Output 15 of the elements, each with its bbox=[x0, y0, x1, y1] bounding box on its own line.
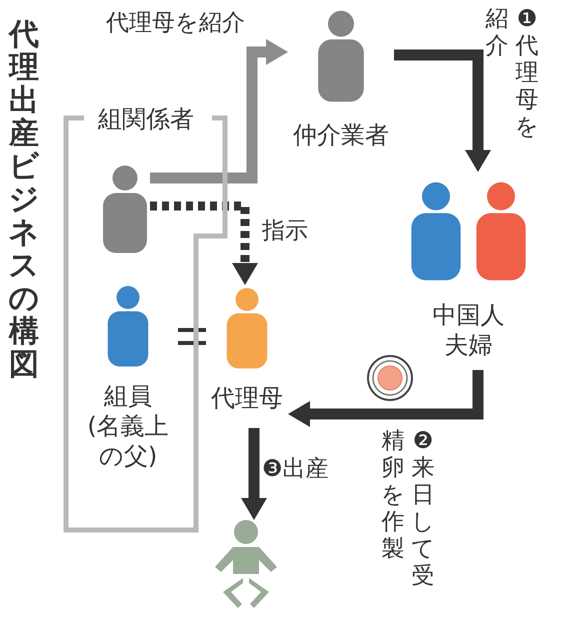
arrow bbox=[394, 50, 491, 172]
edge-label: ❶代理母を紹介 bbox=[484, 6, 540, 141]
title: 代理出産ビジネスの構図 bbox=[7, 18, 40, 381]
edge-label: 代理母を紹介 bbox=[106, 10, 245, 37]
arrow bbox=[150, 39, 288, 184]
arrow bbox=[241, 428, 267, 520]
person-label: 代理母 bbox=[210, 383, 284, 413]
person-label: 組員 bbox=[103, 381, 153, 411]
arrow bbox=[288, 370, 484, 427]
group-label: 組関係者 bbox=[97, 104, 195, 134]
person-label: 仲介業者 bbox=[292, 120, 390, 150]
person-label: (名義上の父) bbox=[86, 411, 170, 471]
arrow bbox=[150, 202, 258, 285]
person-label: 中国人夫婦 bbox=[432, 300, 506, 360]
equals-connector bbox=[176, 328, 208, 345]
